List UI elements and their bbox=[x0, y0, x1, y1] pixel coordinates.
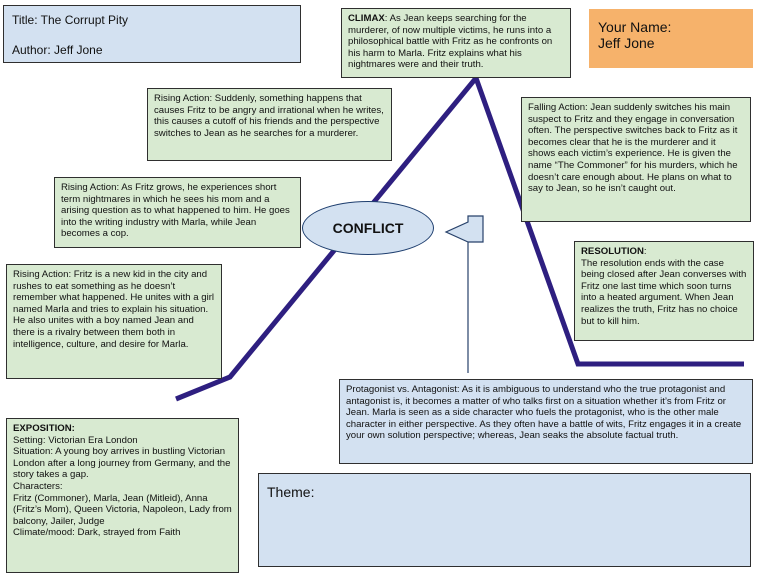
exposition-setting: Setting: Victorian Era London bbox=[13, 434, 138, 446]
falling-action-box: Falling Action: Jean suddenly switches h… bbox=[521, 97, 751, 222]
conflict-ellipse: CONFLICT bbox=[302, 201, 434, 255]
your-name-label: Your Name: bbox=[598, 19, 672, 35]
story-title: Title: The Corrupt Pity bbox=[12, 13, 129, 27]
exposition-label: EXPOSITION: bbox=[13, 423, 75, 434]
your-name-value: Jeff Jone bbox=[598, 35, 655, 51]
conflict-arrow-icon bbox=[444, 215, 484, 373]
climax-text: : As Jean keeps searching for the murder… bbox=[348, 13, 553, 71]
exposition-characters: Fritz (Commoner), Marla, Jean (Mitleid),… bbox=[13, 492, 232, 527]
climax-box: CLIMAX: As Jean keeps searching for the … bbox=[341, 8, 571, 78]
climax-label: CLIMAX bbox=[348, 13, 385, 24]
rising-action-1-text: Rising Action: Fritz is a new kid in the… bbox=[13, 269, 215, 350]
rising-action-3-text: Rising Action: Suddenly, something happe… bbox=[154, 93, 384, 139]
exposition-box: EXPOSITION: Setting: Victorian Era Londo… bbox=[6, 418, 239, 573]
resolution-box: RESOLUTION: The resolution ends with the… bbox=[574, 241, 754, 341]
resolution-heading: RESOLUTION: bbox=[581, 246, 647, 257]
resolution-text: The resolution ends with the case being … bbox=[581, 257, 747, 327]
plot-arc-line bbox=[175, 73, 744, 402]
falling-action-text: Falling Action: Jean suddenly switches h… bbox=[528, 102, 738, 195]
exposition-situation: Situation: A young boy arrives in bustli… bbox=[13, 446, 231, 481]
resolution-label: RESOLUTION bbox=[581, 246, 644, 257]
rising-action-2-text: Rising Action: As Fritz grows, he experi… bbox=[61, 182, 290, 240]
exposition-climate: Climate/mood: Dark, strayed from Faith bbox=[13, 527, 181, 539]
rising-action-2-box: Rising Action: As Fritz grows, he experi… bbox=[54, 177, 301, 248]
conflict-label: CONFLICT bbox=[332, 220, 404, 236]
protagonist-antagonist-text: Protagonist vs. Antagonist: As it is amb… bbox=[346, 384, 742, 442]
protagonist-antagonist-box: Protagonist vs. Antagonist: As it is amb… bbox=[339, 379, 753, 464]
rising-action-3-box: Rising Action: Suddenly, something happe… bbox=[147, 88, 392, 161]
theme-label: Theme: bbox=[267, 484, 315, 500]
story-author: Author: Jeff Jone bbox=[12, 43, 103, 57]
title-author-box: Title: The Corrupt Pity Author: Jeff Jon… bbox=[3, 5, 301, 63]
your-name-box: Your Name: Jeff Jone bbox=[589, 9, 753, 68]
theme-box: Theme: bbox=[258, 473, 751, 567]
exposition-characters-label: Characters: bbox=[13, 480, 63, 492]
rising-action-1-box: Rising Action: Fritz is a new kid in the… bbox=[6, 264, 222, 379]
